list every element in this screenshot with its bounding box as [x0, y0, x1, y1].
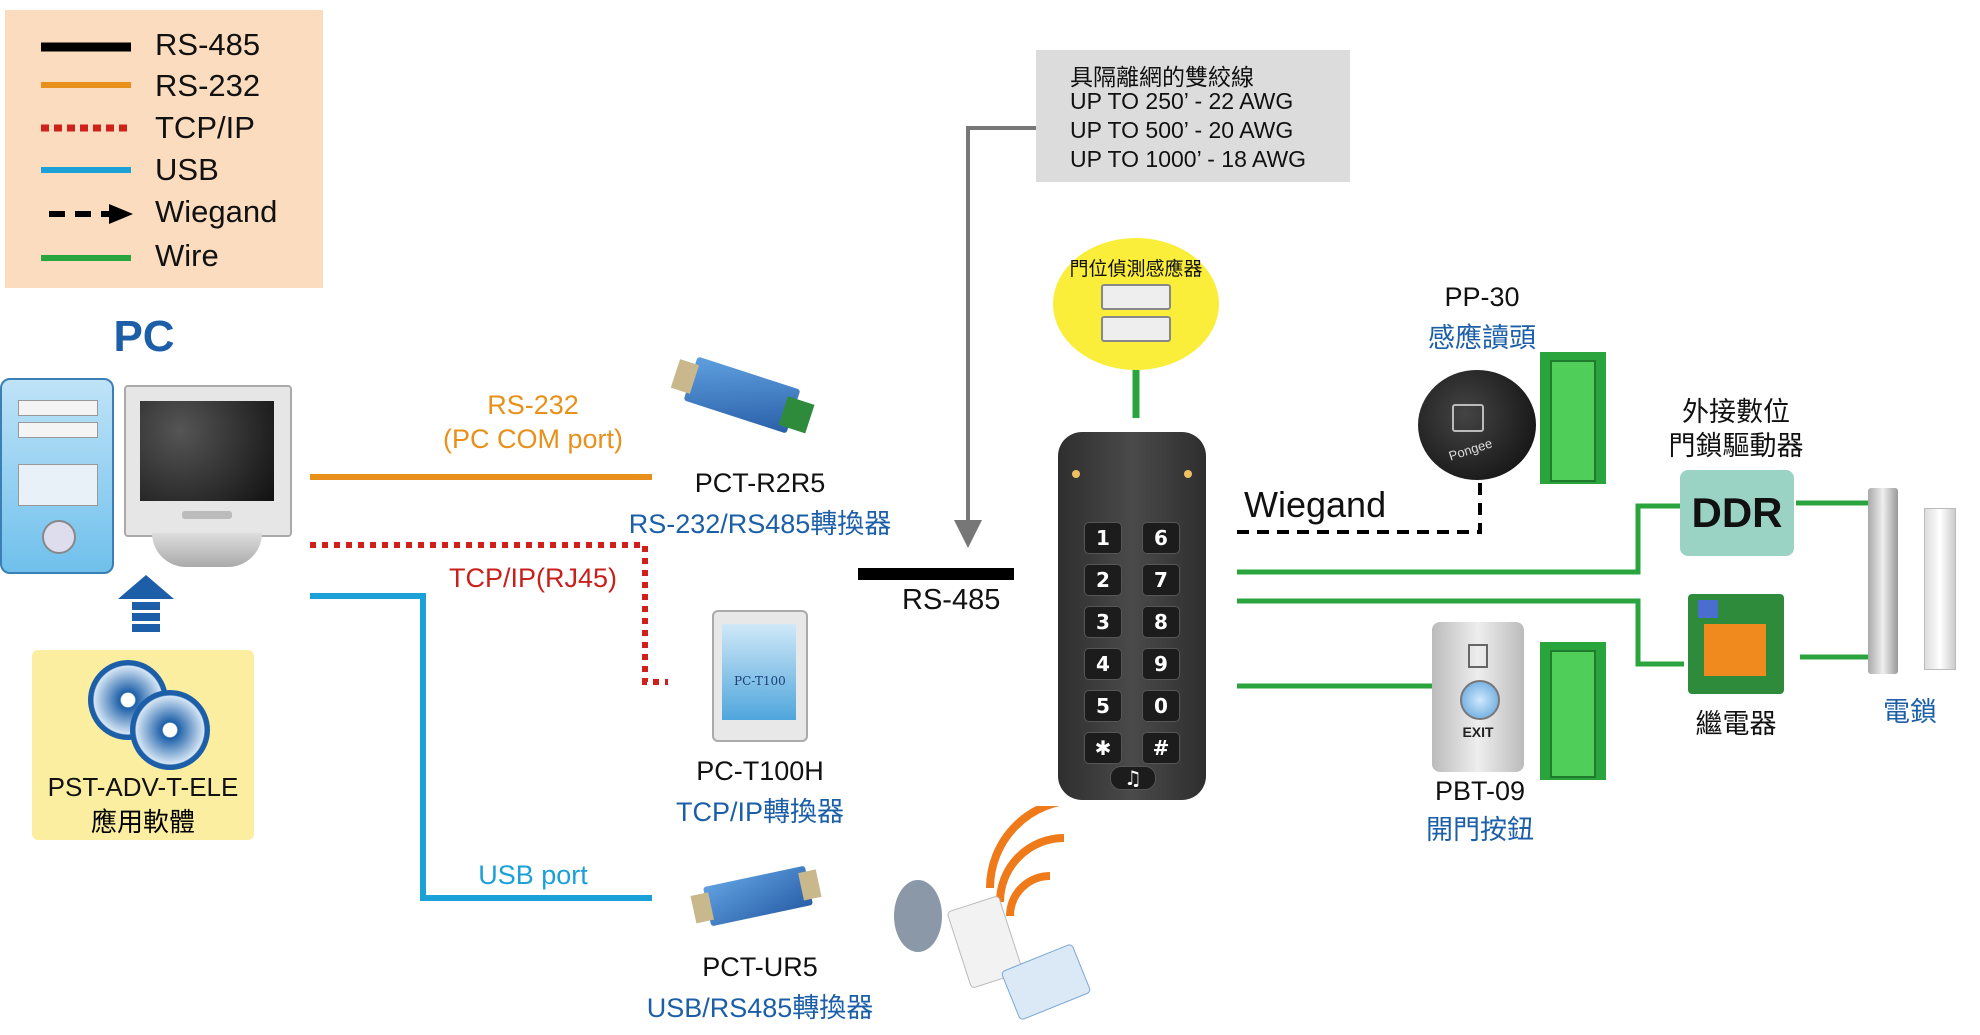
ddr-title-line-2: 門鎖驅動器 [1668, 431, 1804, 461]
usb-label: USB port [478, 860, 588, 890]
ur5-model: PCT-UR5 [702, 952, 818, 982]
r2r5-name: RS-232/RS485轉換器 [628, 509, 892, 539]
door-sensor-icon-2 [1101, 316, 1171, 342]
door-sensor-icon-1 [1101, 284, 1171, 310]
tcpip-line [310, 542, 668, 685]
door-icon-exit [1540, 642, 1606, 780]
usb-line [310, 593, 652, 901]
legend-label-tcpip: TCP/IP [155, 110, 255, 145]
key-1[interactable]: 1 [1084, 522, 1122, 554]
key-3[interactable]: 3 [1084, 606, 1122, 638]
relay-wire [1237, 598, 1684, 667]
legend-label-rs232: RS-232 [155, 68, 261, 103]
rf-wave-2 [996, 834, 1065, 903]
pc-title: PC [113, 312, 175, 361]
door-sensor: 門位偵測感應器 [1053, 238, 1219, 370]
door-sensor-label: 門位偵測感應器 [1069, 259, 1203, 280]
t100h-name: TCP/IP轉換器 [675, 797, 845, 827]
wiegand-line [1237, 480, 1482, 534]
ddr-wire [1237, 503, 1680, 575]
legend-swatches [41, 42, 133, 261]
exit-name: 開門按鈕 [1426, 815, 1534, 845]
cd-icon-2 [130, 690, 210, 770]
cable-note-box: 具隔離網的雙絞線 UP TO 250’ - 22 AWG UP TO 500’ … [1036, 50, 1350, 182]
bell-icon[interactable]: ♫ [1110, 766, 1156, 790]
cable-note-line-2: UP TO 500’ - 20 AWG [1070, 117, 1294, 143]
key-8[interactable]: 8 [1142, 606, 1180, 638]
cable-pointer-arrowhead [954, 520, 982, 548]
legend-label-rs485: RS-485 [155, 27, 261, 62]
relay-name: 繼電器 [1695, 709, 1777, 739]
t100h-device-text: PC-T100 [734, 674, 786, 688]
software-box: PST-ADV-T-ELE 應用軟體 [32, 650, 254, 840]
cable-note-title: 具隔離網的雙絞線 [1070, 64, 1254, 90]
ddr-title-line-1: 外接數位 [1682, 397, 1790, 427]
key-2[interactable]: 2 [1084, 564, 1122, 596]
relay-device-icon [1688, 594, 1784, 694]
software-name: 應用軟體 [90, 807, 196, 837]
key-9[interactable]: 9 [1142, 648, 1180, 680]
exit-model: PBT-09 [1434, 776, 1526, 806]
keyfob-tag-icon [894, 880, 942, 952]
pc-tower-icon [0, 378, 114, 574]
legend-label-wiegand: Wiegand [155, 194, 278, 229]
legend-swatch-wiegand-arrow [109, 204, 133, 224]
reader-device-icon: Pongee [1418, 370, 1536, 480]
tcpip-label: TCP/IP(RJ45) [448, 563, 618, 593]
reader-model: PP-30 [1444, 282, 1520, 312]
cable-note-line-3: UP TO 1000’ - 18 AWG [1070, 146, 1307, 172]
exit-device-text: EXIT [1462, 724, 1494, 740]
cable-note-line-1: UP TO 250’ - 22 AWG [1070, 88, 1294, 114]
ur5-name: USB/RS485轉換器 [646, 993, 874, 1023]
rf-wave-3 [986, 806, 1061, 889]
reader-brand: Pongee [1446, 435, 1495, 464]
keypad-controller: 1 6 2 7 3 8 4 9 5 0 ✱ # ♫ [1058, 432, 1206, 800]
install-arrow-icon [118, 575, 174, 632]
electric-lock-icon [1868, 488, 1898, 674]
proximity-card-icon [947, 896, 1023, 988]
ddr-box: DDR [1680, 470, 1794, 556]
legend-label-wire: Wire [155, 238, 219, 273]
key-0[interactable]: 0 [1142, 690, 1180, 722]
t100h-device-icon: PC-T100 [712, 610, 808, 742]
lock-armature-icon [1924, 508, 1956, 670]
key-star[interactable]: ✱ [1084, 732, 1122, 764]
key-hash[interactable]: # [1142, 732, 1180, 764]
legend: RS-485 RS-232 TCP/IP USB Wiegand Wire [5, 10, 323, 288]
r2r5-model: PCT-R2R5 [694, 468, 826, 498]
cable-pointer-line [966, 126, 1036, 525]
legend-label-usb: USB [155, 152, 219, 187]
rs232-label: RS-232 [487, 390, 579, 420]
key-6[interactable]: 6 [1142, 522, 1180, 554]
exit-button-device: EXIT [1432, 622, 1524, 772]
key-7[interactable]: 7 [1142, 564, 1180, 596]
exit-push-icon[interactable] [1460, 680, 1500, 720]
key-5[interactable]: 5 [1084, 690, 1122, 722]
wiegand-label: Wiegand [1244, 484, 1387, 525]
door-icon-reader [1540, 352, 1606, 484]
t100h-model: PC-T100H [696, 756, 824, 786]
key-4[interactable]: 4 [1084, 648, 1122, 680]
rs485-label: RS-485 [902, 584, 1001, 616]
lock-name: 電鎖 [1883, 697, 1937, 727]
software-model: PST-ADV-T-ELE [47, 772, 239, 802]
reader-name: 感應讀頭 [1428, 323, 1536, 353]
id-card-icon [1001, 944, 1091, 1020]
rf-wave-1 [1006, 872, 1051, 917]
rs232-sublabel: (PC COM port) [442, 424, 624, 454]
card-reader-signal-group [894, 806, 1091, 1020]
pc-monitor-stand [152, 533, 262, 567]
pc-monitor-icon [124, 385, 292, 537]
